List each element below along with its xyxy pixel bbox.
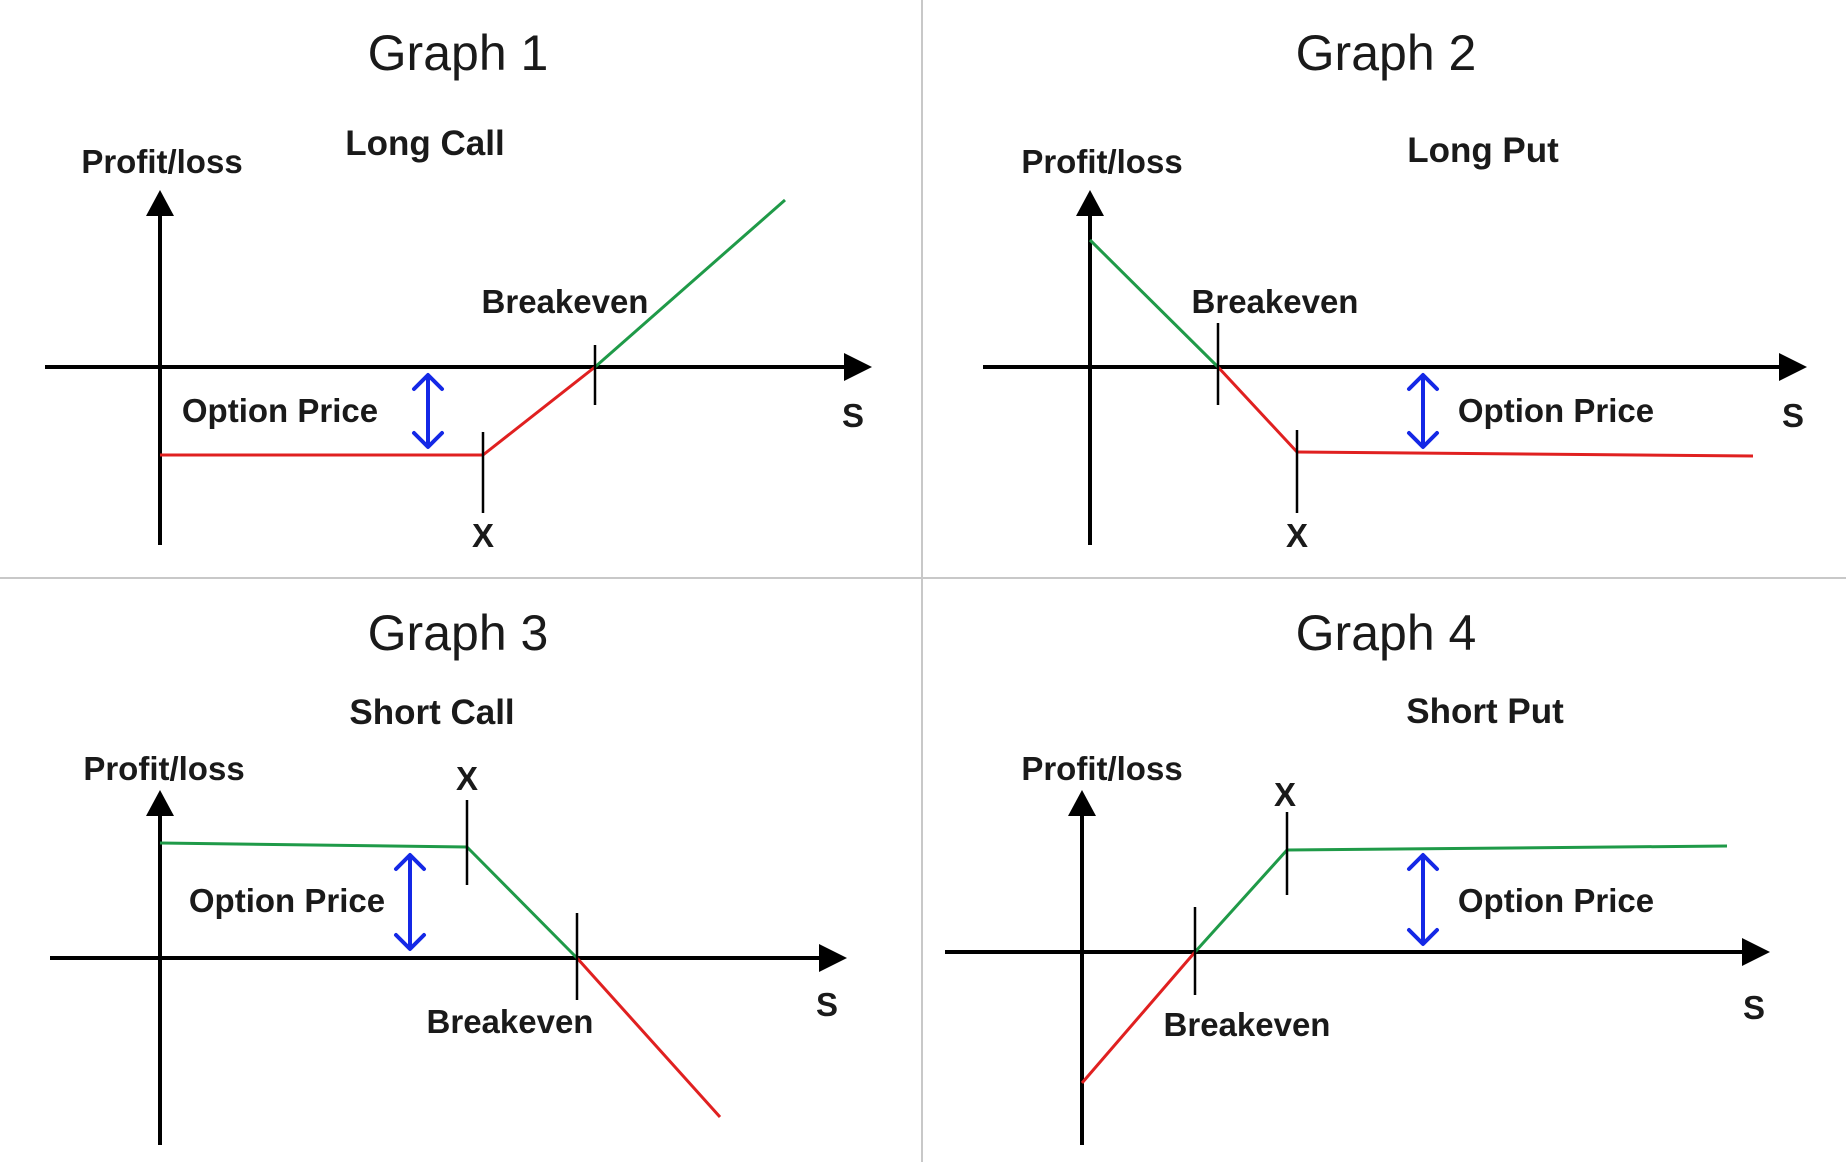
option-price-label: Option Price [182, 392, 378, 429]
loss-segment [482, 365, 596, 457]
panel-graph-1: Graph 1 Long Call Profit/loss S X Breake… [45, 25, 872, 554]
y-axis-label: Profit/loss [1021, 750, 1182, 787]
profit-segment [1088, 238, 1220, 369]
y-axis-arrow [146, 190, 174, 216]
option-price-arrow [394, 853, 426, 951]
panel-graph-2: Graph 2 Long Put Profit/loss S X Breakev… [983, 25, 1807, 554]
x-axis-arrow [1779, 353, 1807, 381]
loss-segment [1216, 365, 1299, 454]
panel-graph-4: Graph 4 Short Put Profit/loss S X Breake… [945, 605, 1770, 1145]
loss-segment [575, 956, 722, 1119]
profit-segment [465, 845, 579, 960]
strategy-label: Long Call [345, 124, 504, 163]
strike-label: X [472, 517, 494, 554]
y-axis-label: Profit/loss [83, 750, 244, 787]
profit-segment [1286, 844, 1728, 852]
panel-title: Graph 1 [368, 25, 549, 81]
option-price-arrow [1407, 373, 1439, 449]
breakeven-label: Breakeven [482, 283, 649, 320]
loss-segment [1296, 450, 1754, 458]
breakeven-label: Breakeven [1192, 283, 1359, 320]
strategy-label: Short Put [1406, 692, 1564, 731]
x-axis-label: S [1782, 397, 1804, 434]
y-axis-arrow [146, 790, 174, 816]
y-axis-arrow [1076, 190, 1104, 216]
x-axis-arrow [819, 944, 847, 972]
panel-title: Graph 2 [1296, 25, 1477, 81]
loss-segment [1080, 951, 1197, 1084]
breakeven-label: Breakeven [427, 1003, 594, 1040]
profit-segment [159, 841, 468, 849]
option-price-label: Option Price [189, 882, 385, 919]
option-price-arrow [412, 373, 444, 449]
panel-title: Graph 4 [1296, 605, 1477, 661]
x-axis-arrow [1742, 938, 1770, 966]
y-axis-arrow [1068, 790, 1096, 816]
option-price-label: Option Price [1458, 392, 1654, 429]
y-axis-label: Profit/loss [81, 143, 242, 180]
breakeven-label: Breakeven [1164, 1006, 1331, 1043]
option-price-label: Option Price [1458, 882, 1654, 919]
strategy-label: Long Put [1407, 131, 1559, 170]
y-axis-label: Profit/loss [1021, 143, 1182, 180]
panel-title: Graph 3 [368, 605, 549, 661]
x-axis-label: S [842, 397, 864, 434]
x-axis-arrow [844, 353, 872, 381]
x-axis-label: S [816, 986, 838, 1023]
x-axis-label: S [1743, 989, 1765, 1026]
strategy-label: Short Call [349, 693, 514, 732]
profit-segment [1193, 848, 1289, 954]
strike-label: X [1274, 776, 1296, 813]
strike-label: X [456, 760, 478, 797]
option-price-arrow [1407, 853, 1439, 946]
profit-segment [594, 198, 786, 369]
strike-label: X [1286, 517, 1308, 554]
panel-graph-3: Graph 3 Short Call Profit/loss S X Break… [50, 605, 847, 1145]
